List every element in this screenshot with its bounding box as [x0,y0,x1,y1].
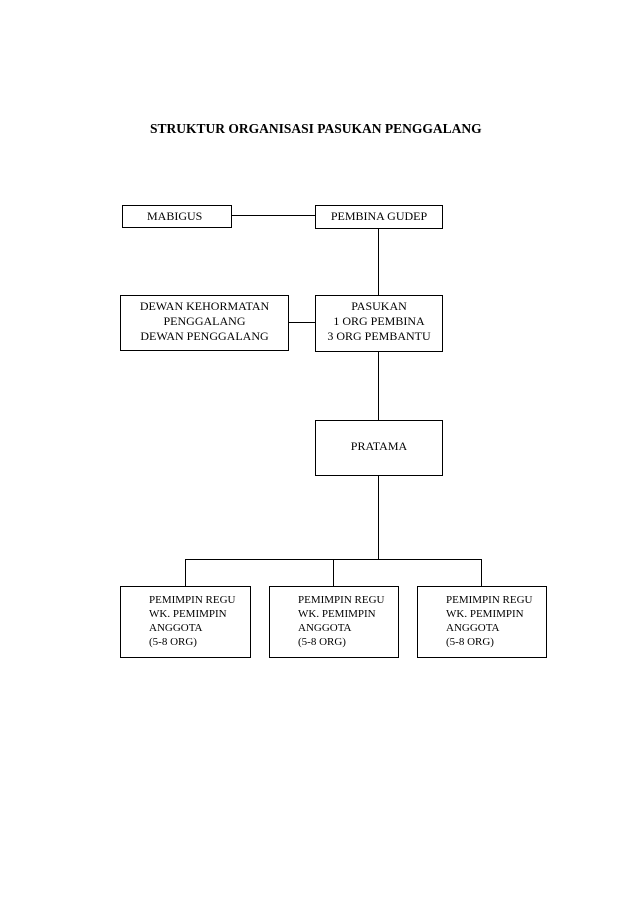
regu-1-label-1: PEMIMPIN REGU [149,594,236,606]
connector-regu-1 [185,559,186,587]
dewan-label-1: DEWAN KEHORMATAN [139,299,270,313]
pasukan-box: PASUKAN 1 ORG PEMBINA 3 ORG PEMBANTU [315,295,443,352]
regu-box-2: PEMIMPIN REGU WK. PEMIMPIN ANGGOTA (5-8 … [269,586,399,658]
connector-regu-3 [481,559,482,587]
connector-regu-2 [333,559,334,587]
dewan-box: DEWAN KEHORMATAN PENGGALANG DEWAN PENGGA… [120,295,289,351]
dewan-label-2: PENGGALANG [163,314,246,328]
regu-2-label-3: ANGGOTA [298,622,352,634]
regu-3-label-3: ANGGOTA [446,622,500,634]
connector-dewan-pasukan [288,322,315,323]
connector-mabigus-pembina [231,215,315,216]
regu-1-label-2: WK. PEMIMPIN [149,608,227,620]
connector-pratama-down [378,475,379,559]
regu-3-label-1: PEMIMPIN REGU [446,594,533,606]
pasukan-label-1: PASUKAN [351,299,407,313]
mabigus-label: MABIGUS [147,209,203,223]
dewan-label-3: DEWAN PENGGALANG [140,329,269,343]
regu-1-label-3: ANGGOTA [149,622,203,634]
pratama-label: PRATAMA [350,439,408,453]
regu-2-label-4: (5-8 ORG) [298,636,346,648]
connector-pasukan-pratama [378,351,379,421]
mabigus-box: MABIGUS [122,205,232,228]
regu-1-label-4: (5-8 ORG) [149,636,197,648]
regu-box-1: PEMIMPIN REGU WK. PEMIMPIN ANGGOTA (5-8 … [120,586,251,658]
pratama-box: PRATAMA [315,420,443,476]
regu-2-label-1: PEMIMPIN REGU [298,594,385,606]
pasukan-label-3: 3 ORG PEMBANTU [327,329,431,343]
regu-2-label-2: WK. PEMIMPIN [298,608,376,620]
regu-3-label-4: (5-8 ORG) [446,636,494,648]
pembina-gudep-label: PEMBINA GUDEP [330,209,428,223]
page-title: STRUKTUR ORGANISASI PASUKAN PENGGALANG [150,121,482,136]
pembina-gudep-box: PEMBINA GUDEP [315,205,443,229]
pasukan-label-2: 1 ORG PEMBINA [333,314,425,328]
regu-box-3: PEMIMPIN REGU WK. PEMIMPIN ANGGOTA (5-8 … [417,586,547,658]
regu-3-label-2: WK. PEMIMPIN [446,608,524,620]
connector-pembina-pasukan [378,228,379,295]
